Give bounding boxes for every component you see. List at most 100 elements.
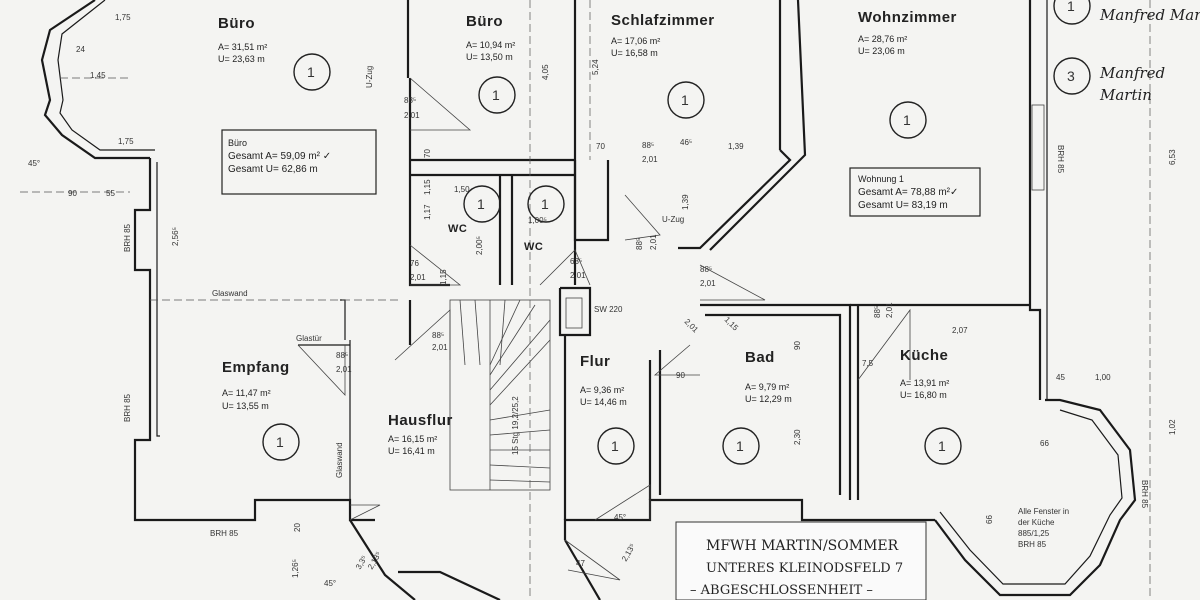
dim-label: 2,01 <box>404 111 420 120</box>
circle-num: 3 <box>1067 68 1075 84</box>
room-perimeter-hausflur: U= 16,41 m <box>388 446 435 456</box>
room-area-bad: A= 9,79 m² <box>745 382 789 392</box>
dim-label: 70 <box>596 142 605 151</box>
room-name-buero2: Büro <box>466 13 503 30</box>
dim-label: 2,01 <box>649 234 658 250</box>
dim-label: 2,01 <box>642 155 658 164</box>
wohnung-total-box <box>849 167 981 217</box>
circle-num: 1 <box>736 438 744 454</box>
circle-kueche <box>924 427 962 465</box>
misc-labels: U-Zug U-Zug Glaswand Glaswand Glastür SW… <box>123 66 1149 549</box>
circle-schlafzimmer <box>667 81 705 119</box>
label-brh-bottom: BRH 85 <box>210 529 239 538</box>
room-perimeter-buero1: U= 23,63 m <box>218 54 265 64</box>
room-area-empfang: A= 11,47 m² <box>222 388 271 398</box>
dim-label: 1,45 <box>90 71 106 80</box>
dim-label: 1,15 <box>423 179 432 195</box>
dim-label: 6,53 <box>1168 149 1177 165</box>
room-name-wohnzimmer: Wohnzimmer <box>858 9 957 26</box>
fenster-note-line4: BRH 85 <box>1018 540 1047 549</box>
room-area-buero1: A= 31,51 m² <box>218 42 267 52</box>
circle-buero2 <box>478 76 516 114</box>
buero-total-perimeter: Gesamt U= 62,86 m <box>228 164 318 175</box>
dim-label: 3,3⁵ <box>354 554 369 571</box>
room-name-flur: Flur <box>580 353 610 370</box>
dim-label: 88⁵ <box>635 238 644 250</box>
dim-label: 88⁵ <box>642 141 654 150</box>
dim-label: 88⁵ <box>700 265 712 274</box>
dim-label: 2,01 <box>885 302 894 318</box>
room-name-empfang: Empfang <box>222 359 290 376</box>
dim-label: 2,30 <box>793 429 802 445</box>
dim-label: 1,17 <box>423 204 432 220</box>
dim-label: 2,01 <box>700 279 716 288</box>
circle-right-top <box>1053 0 1091 25</box>
room-perimeter-schlafzimmer: U= 16,58 m <box>611 48 658 58</box>
circle-bad <box>722 427 760 465</box>
dim-label: 2,07 <box>952 326 968 335</box>
circle-num: 1 <box>477 196 485 212</box>
dim-label: 1,75 <box>115 13 131 22</box>
dim-label: 1,26⁵ <box>291 559 300 578</box>
dim-label: 5,24 <box>591 59 600 75</box>
circle-num: 1 <box>492 87 500 103</box>
room-name-wc1: WC <box>448 223 467 235</box>
dim-label: 66 <box>1040 439 1049 448</box>
circle-num: 1 <box>938 438 946 454</box>
dim-label: 88⁵ <box>432 331 444 340</box>
circle-right-mid <box>1053 57 1091 95</box>
room-name-buero1: Büro <box>218 15 255 32</box>
dim-label: 2,00⁵ <box>475 236 484 255</box>
dim-label: 55 <box>106 189 115 198</box>
dim-label: 1,15 <box>723 315 741 333</box>
fenster-note-line2: der Küche <box>1018 518 1055 527</box>
handwritten-names-line2: Martin <box>1099 86 1152 104</box>
label-uzug1: U-Zug <box>365 66 374 88</box>
dim-label: 4,05 <box>541 64 550 80</box>
dim-label: 63⁵ <box>570 257 582 266</box>
outer-walls <box>40 0 1137 600</box>
dim-label: 2,13⁵ <box>620 542 637 563</box>
dim-label: 1,00 <box>1095 373 1111 382</box>
stamp-line2: UNTERES KLEINODSFELD 7 <box>706 561 903 576</box>
wohnung-total-perimeter: Gesamt U= 83,19 m <box>858 200 948 211</box>
room-area-hausflur: A= 16,15 m² <box>388 434 437 444</box>
dim-label: 1,00⁵ <box>528 216 547 225</box>
dim-label: 70 <box>423 149 432 158</box>
dim-label: 1,39 <box>681 194 690 210</box>
circle-wc2 <box>527 185 565 223</box>
dim-label: 88⁵ <box>336 351 348 360</box>
room-name-hausflur: Hausflur <box>388 412 453 429</box>
circle-num: 1 <box>307 64 315 80</box>
label-schacht: SW 220 <box>594 305 623 314</box>
dashed-lines <box>20 0 1151 600</box>
handwritten-names-line1: Manfred <box>1099 64 1165 82</box>
label-glaswand1: Glaswand <box>212 289 248 298</box>
dim-label: 2,01 <box>570 271 586 280</box>
room-perimeter-empfang: U= 13,55 m <box>222 401 269 411</box>
room-perimeter-wohnzimmer: U= 23,06 m <box>858 46 905 56</box>
inner-walls <box>298 0 1030 520</box>
circle-buero1 <box>293 53 331 91</box>
room-area-buero2: A= 10,94 m² <box>466 40 515 50</box>
label-uzug2: U-Zug <box>662 215 684 224</box>
dim-label: 66 <box>985 515 994 524</box>
buero-total-title: Büro <box>228 138 247 148</box>
totals: Büro Gesamt A= 59,09 m² ✓ Gesamt U= 62,8… <box>228 138 958 211</box>
dim-label: 90 <box>68 189 77 198</box>
stamp-line3: – ABGESCHLOSSENHEIT – <box>690 583 873 598</box>
dim-label: 20 <box>293 523 302 532</box>
stamp: MFWH MARTIN/SOMMER UNTERES KLEINODSFELD … <box>675 521 927 600</box>
room-circles: 1 1 1 1 1 1 1 1 1 1 1 3 <box>262 0 1091 465</box>
circle-num: 1 <box>681 92 689 108</box>
dim-label: 2,01 <box>432 343 448 352</box>
dim-label: 1,39 <box>728 142 744 151</box>
circle-flur <box>597 427 635 465</box>
dim-label: 76 <box>410 259 419 268</box>
room-name-wc2: WC <box>524 241 543 253</box>
dim-label: 46⁵ <box>680 138 692 147</box>
circle-empfang <box>262 423 300 461</box>
dim-label: 88⁵ <box>873 306 882 318</box>
handwriting: Manfred Martin Manfred Martin <box>1099 6 1200 104</box>
